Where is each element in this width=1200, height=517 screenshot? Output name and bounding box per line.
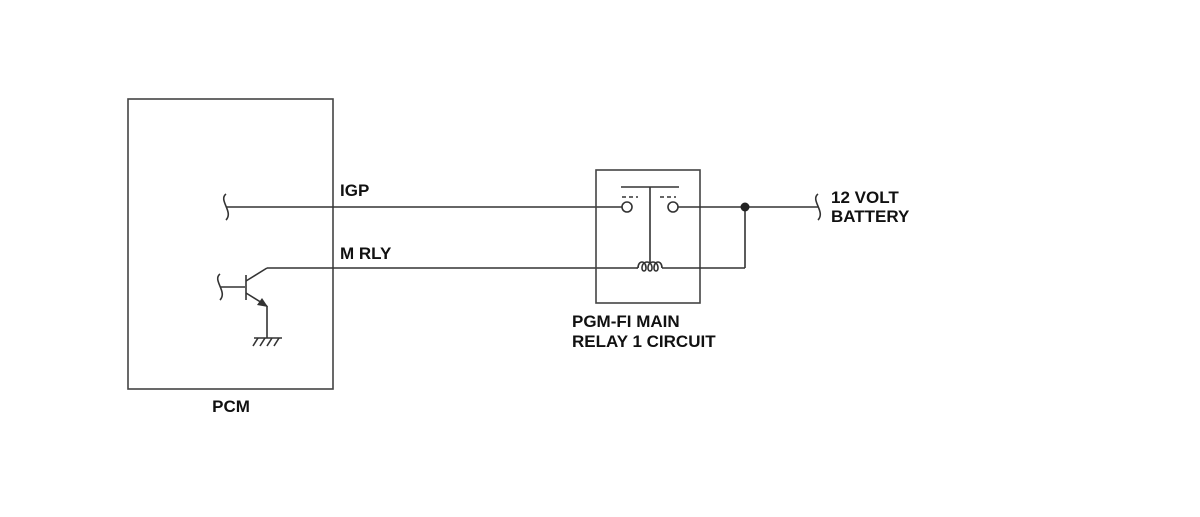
relay-label-line1: PGM-FI MAIN [572, 312, 680, 331]
relay-label-line2: RELAY 1 CIRCUIT [572, 332, 716, 351]
driver-transistor [216, 267, 282, 347]
ground-symbol [252, 337, 282, 347]
battery-label-line2: BATTERY [831, 207, 910, 226]
igp-label: IGP [340, 181, 369, 200]
emitter-arrow [257, 298, 268, 307]
battery-label-line1: 12 VOLT [831, 188, 899, 207]
m-rly-label: M RLY [340, 244, 392, 263]
pcm-label: PCM [212, 397, 250, 416]
pcm-box [127, 98, 334, 390]
relay-box [595, 169, 701, 304]
relay-coil [636, 261, 745, 272]
battery-break-symbol [814, 193, 822, 221]
junction-dot [740, 202, 750, 212]
relay-switch [621, 186, 679, 264]
